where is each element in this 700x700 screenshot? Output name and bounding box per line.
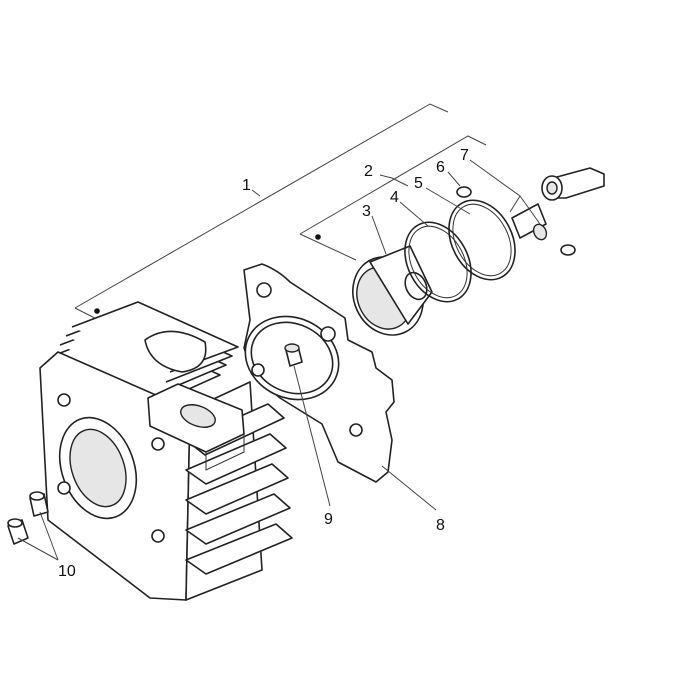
dowel-sleeves	[7, 491, 49, 545]
callout-5: 5	[414, 175, 423, 192]
connecting-rod	[541, 167, 605, 201]
callout-2: 2	[364, 163, 373, 180]
centering-sleeve	[284, 343, 303, 367]
group-bracket-2	[299, 135, 487, 261]
piston-ring-top	[448, 199, 516, 281]
callout-8: 8	[436, 517, 445, 534]
piston-ring-set	[404, 221, 472, 303]
callout-6: 6	[436, 159, 445, 176]
callout-3: 3	[362, 203, 371, 220]
callout-9: 9	[324, 511, 333, 528]
piston-pin-clip	[456, 186, 576, 256]
piston-pin	[511, 203, 548, 241]
piston	[352, 245, 433, 336]
callout-1: 1	[242, 177, 251, 194]
callout-4: 4	[390, 189, 399, 206]
cylinder-block	[39, 301, 293, 601]
callout-7: 7	[460, 147, 469, 164]
leader-lines	[17, 159, 541, 561]
callout-10: 10	[58, 563, 76, 580]
